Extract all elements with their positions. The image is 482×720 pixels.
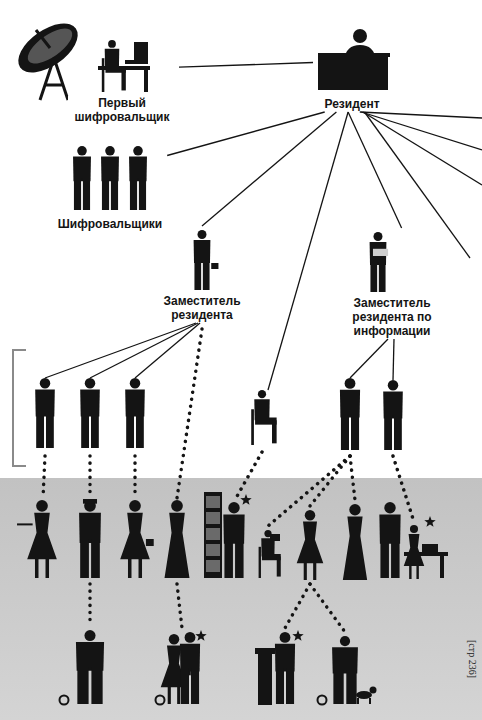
command-line — [364, 112, 470, 258]
command-line — [348, 112, 402, 228]
officer-silhouette — [383, 380, 403, 450]
lectern — [255, 648, 275, 705]
figure-node: Первый шифровальщик — [65, 36, 179, 125]
dotted-link — [88, 584, 92, 626]
node-label: Резидент — [322, 97, 381, 111]
camera — [270, 534, 280, 541]
agent-silhouette — [223, 502, 244, 578]
dotted-link — [133, 456, 137, 498]
star-mark — [240, 494, 251, 505]
dotted-link — [268, 456, 350, 526]
dotted-link — [177, 584, 182, 628]
filing-cabinet — [204, 492, 222, 578]
agent-band — [0, 478, 482, 720]
officer-silhouette — [251, 390, 276, 445]
computer-desk — [98, 42, 150, 92]
star-mark — [195, 630, 206, 641]
contact-silhouette — [180, 632, 200, 704]
clerk-silhouette — [129, 146, 147, 210]
agent-silhouette — [120, 500, 154, 578]
dotted-link — [43, 456, 45, 498]
figure-layer — [10, 14, 448, 705]
group-bracket — [13, 350, 26, 466]
dotted-link — [310, 456, 350, 506]
contact-silhouette — [332, 636, 358, 704]
command-line — [268, 112, 348, 390]
command-line — [179, 63, 313, 68]
ring-mark — [318, 696, 327, 705]
ring-mark — [156, 696, 165, 705]
contact-silhouette — [76, 630, 104, 704]
agent-silhouette — [259, 530, 281, 578]
clerk-silhouette — [102, 40, 126, 92]
dog — [356, 687, 377, 705]
clerk-silhouette — [101, 146, 119, 210]
dotted-link — [236, 452, 262, 498]
agent-silhouette — [79, 499, 101, 578]
command-line — [350, 339, 388, 378]
page-reference: [стр 236] — [467, 640, 478, 678]
figure-node: Резидент — [313, 22, 391, 112]
agent-silhouette — [17, 500, 57, 578]
dotted-link — [350, 456, 355, 500]
figure-node: Заместитель резидента по информации — [344, 228, 440, 339]
command-line — [363, 112, 482, 185]
agent-silhouette — [343, 504, 367, 580]
star-mark — [292, 630, 303, 641]
agent-silhouette — [404, 525, 425, 579]
dotted-link — [285, 584, 310, 628]
ring-mark — [60, 696, 69, 705]
officer-silhouette — [80, 378, 100, 448]
contact-silhouette — [275, 632, 295, 704]
link-lines — [43, 112, 482, 632]
agent-silhouette — [165, 500, 190, 578]
command-line — [45, 323, 196, 378]
deputy-silhouette — [194, 230, 219, 290]
dotted-link — [177, 329, 202, 498]
dotted-link — [393, 456, 414, 522]
node-label: Шифровальщики — [56, 217, 164, 231]
dotted-link — [310, 584, 345, 632]
officer-silhouette — [125, 378, 145, 448]
agent-silhouette — [297, 510, 324, 580]
figure-node: Шифровальщики — [53, 142, 167, 232]
figure-node: Заместитель резидента — [148, 226, 256, 323]
node-label: Заместитель резидента — [151, 294, 253, 322]
clerk-silhouette — [73, 146, 91, 210]
node-label: Первый шифровальщик — [68, 96, 176, 124]
resident-silhouette — [318, 29, 390, 90]
command-line — [361, 112, 482, 150]
command-line — [202, 112, 336, 226]
command-line — [135, 323, 200, 378]
star-mark — [424, 516, 435, 527]
agent-silhouette — [379, 502, 400, 578]
dotted-link — [88, 456, 92, 498]
command-line — [167, 112, 325, 156]
officer-silhouette — [35, 378, 55, 448]
command-line — [393, 339, 394, 380]
officer-silhouette — [340, 378, 360, 450]
node-label: Заместитель резидента по информации — [347, 296, 437, 338]
deputy-silhouette — [370, 232, 388, 292]
satellite-dish — [10, 14, 86, 100]
